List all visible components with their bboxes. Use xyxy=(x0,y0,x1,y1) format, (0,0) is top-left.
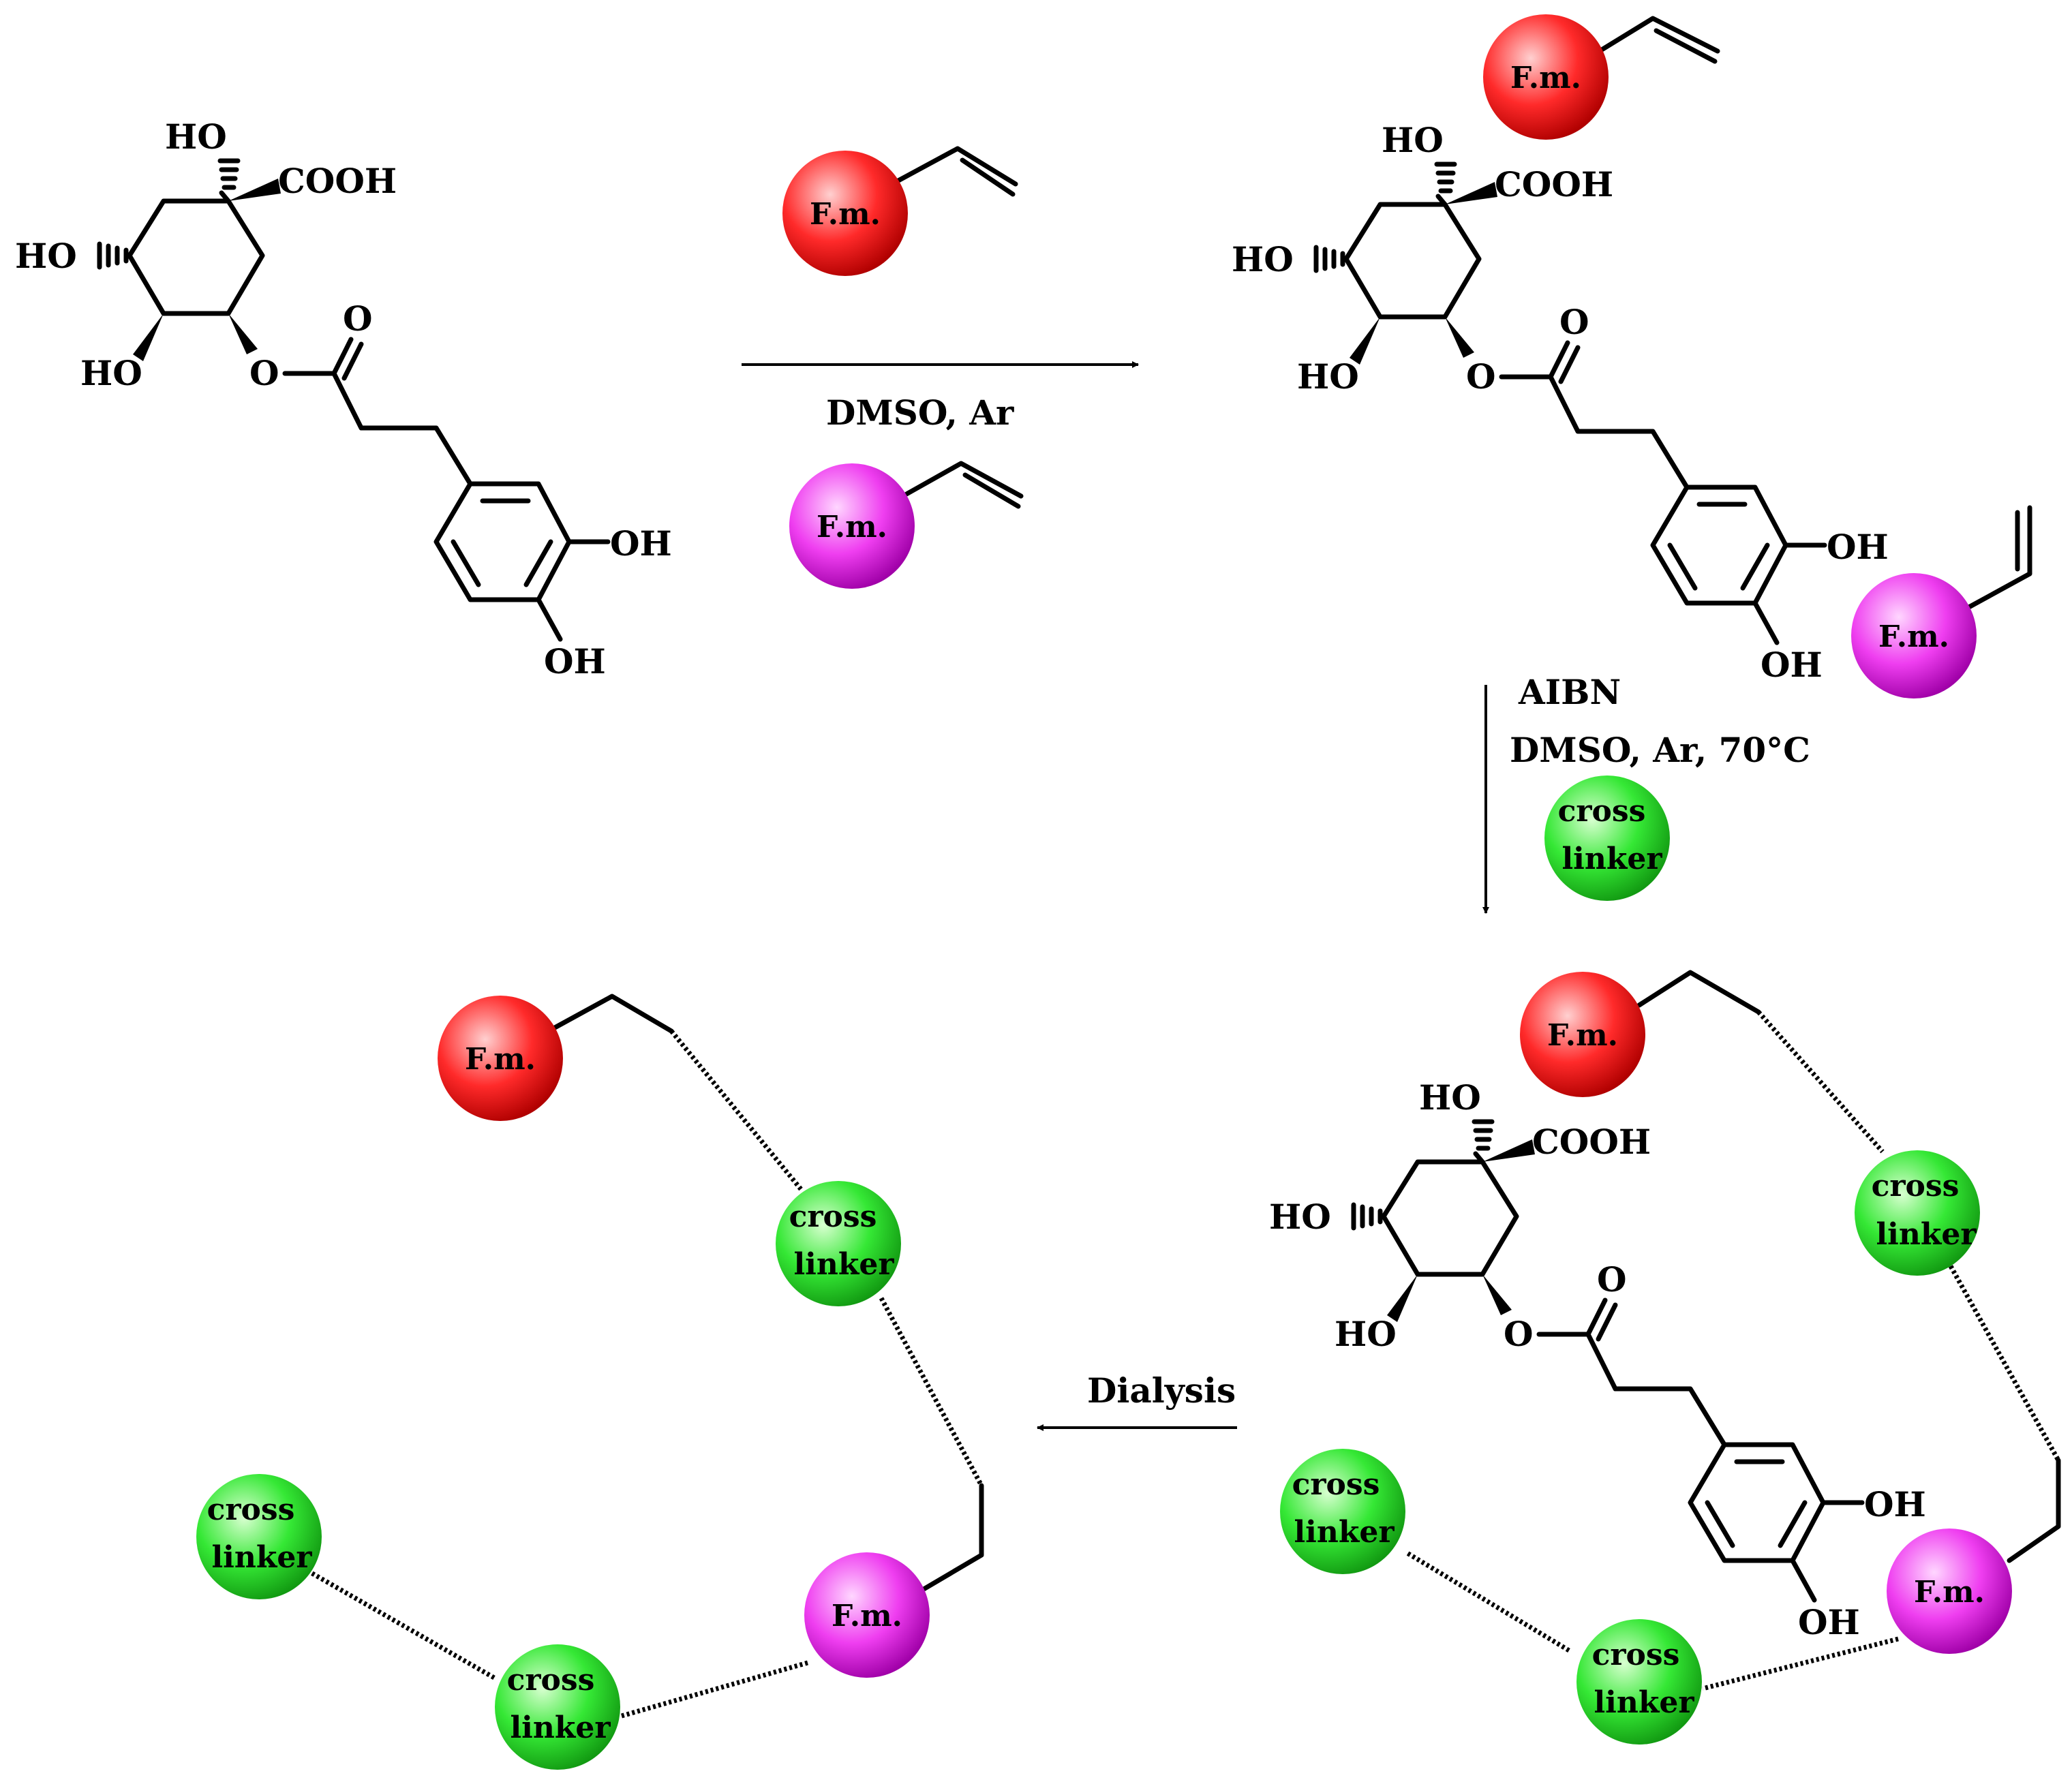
svg-text:F.m.: F.m. xyxy=(1878,619,1949,654)
atom-label-ho: HO xyxy=(80,353,142,393)
functional-monomer-red: F.m. xyxy=(438,996,563,1121)
atom-label-cooh: COOH xyxy=(278,161,397,201)
svg-text:cross: cross xyxy=(789,1199,877,1234)
cross-linker: cross linker xyxy=(196,1474,322,1599)
polymer-chain xyxy=(1948,1265,2061,1462)
polymer-chain xyxy=(1756,1010,1885,1154)
condition-step2-solvent: DMSO, Ar, 70°C xyxy=(1510,730,1810,770)
condition-dialysis: Dialysis xyxy=(1087,1370,1236,1411)
atom-label-ho: HO xyxy=(15,236,77,276)
functional-monomer-red: F.m. xyxy=(1483,14,1609,140)
svg-text:linker: linker xyxy=(211,1540,312,1575)
vinyl-group xyxy=(1599,16,1720,54)
vinyl-double-bond xyxy=(960,157,1016,197)
functional-monomer-red: F.m. xyxy=(782,151,908,276)
atom-label-oh: OH xyxy=(610,523,672,564)
functional-monomer-magenta: F.m. xyxy=(804,1552,930,1678)
polymer-chain xyxy=(1636,970,1761,1015)
polymer-chain xyxy=(669,1029,803,1191)
cross-linker: cross linker xyxy=(1576,1619,1702,1745)
functional-monomer-red: F.m. xyxy=(1520,972,1645,1097)
cross-linker: cross linker xyxy=(1280,1449,1405,1574)
vinyl-double-bond xyxy=(1654,28,1718,64)
atom-label-o: O xyxy=(343,298,373,339)
svg-text:F.m.: F.m. xyxy=(465,1042,536,1077)
atom-label-o: O xyxy=(249,353,279,393)
cross-linker: cross linker xyxy=(776,1181,901,1306)
svg-text:linker: linker xyxy=(1294,1515,1395,1550)
polymer-chain xyxy=(621,1660,808,1719)
svg-text:cross: cross xyxy=(1558,794,1646,829)
polymer-chain xyxy=(2007,1458,2061,1563)
svg-text:linker: linker xyxy=(1594,1685,1694,1720)
vinyl-double-bond xyxy=(962,472,1021,509)
svg-text:cross: cross xyxy=(207,1492,295,1527)
svg-text:cross: cross xyxy=(1872,1169,1960,1203)
svg-text:F.m.: F.m. xyxy=(810,197,881,232)
atom-label-ho: HO xyxy=(165,117,227,157)
polymer-chain xyxy=(1405,1550,1570,1653)
svg-text:F.m.: F.m. xyxy=(832,1599,902,1633)
chlorogenic-acid-molecule: HO COOH HO HO O O OH OH xyxy=(15,117,672,681)
vinyl-group xyxy=(904,461,1024,499)
functional-monomer-magenta: F.m. xyxy=(789,463,915,589)
svg-text:linker: linker xyxy=(793,1247,894,1282)
polymer-chain xyxy=(914,1483,984,1596)
atom-label-oh: OH xyxy=(544,641,606,681)
condition-step2-initiator: AIBN xyxy=(1518,672,1621,712)
vinyl-group xyxy=(896,146,1018,187)
svg-text:F.m.: F.m. xyxy=(1914,1575,1985,1610)
polymer-chain xyxy=(552,994,674,1034)
polymer-chain xyxy=(879,1297,984,1487)
chlorogenic-acid-molecule-complexed xyxy=(1232,120,1889,685)
polymer-chain xyxy=(1702,1636,1899,1691)
functional-monomer-magenta: F.m. xyxy=(1851,573,1977,698)
svg-text:linker: linker xyxy=(510,1710,611,1745)
svg-text:cross: cross xyxy=(507,1663,595,1697)
svg-text:linker: linker xyxy=(1561,842,1662,876)
svg-text:linker: linker xyxy=(1876,1217,1977,1252)
svg-text:F.m.: F.m. xyxy=(1547,1018,1618,1053)
svg-text:F.m.: F.m. xyxy=(817,510,887,544)
cross-linker: cross linker xyxy=(1544,775,1670,901)
cross-linker: cross linker xyxy=(495,1644,620,1770)
cross-linker: cross linker xyxy=(1855,1150,1980,1276)
condition-step1: DMSO, Ar xyxy=(826,393,1014,433)
svg-text:F.m.: F.m. xyxy=(1510,61,1581,95)
svg-text:cross: cross xyxy=(1292,1467,1380,1502)
polymer-chain xyxy=(303,1566,496,1680)
vinyl-group xyxy=(1964,505,2032,611)
svg-text:cross: cross xyxy=(1592,1638,1680,1672)
functional-monomer-magenta: F.m. xyxy=(1887,1528,2012,1654)
